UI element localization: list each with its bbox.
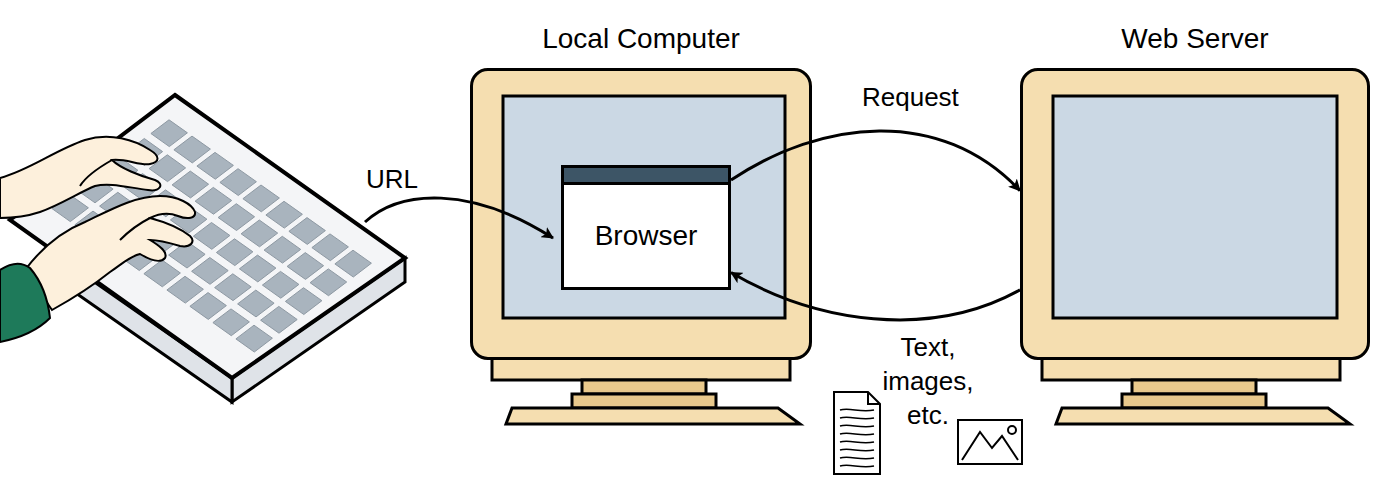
key — [174, 136, 211, 163]
image-icon — [958, 420, 1022, 464]
key — [312, 234, 349, 261]
title-bar — [564, 168, 728, 185]
key — [264, 236, 301, 263]
key — [195, 187, 232, 214]
monitor-heading: Local Computer — [473, 23, 809, 55]
key — [261, 306, 298, 333]
key — [236, 325, 273, 352]
url-label: URL — [366, 162, 418, 196]
local-monitor — [470, 68, 812, 424]
key — [239, 255, 276, 282]
edge-label: Text, images, etc. — [872, 330, 984, 432]
key — [193, 223, 230, 250]
key — [238, 290, 275, 317]
key — [287, 253, 324, 280]
browser-label: Browser — [595, 220, 698, 252]
key — [192, 258, 229, 285]
key — [213, 309, 250, 336]
monitor-outline: Web Server — [1020, 68, 1370, 360]
typing-hands — [0, 137, 195, 342]
key — [144, 260, 181, 287]
key — [262, 271, 299, 298]
key — [289, 218, 326, 245]
key — [215, 274, 252, 301]
key — [241, 220, 278, 247]
monitor-heading: Web Server — [1023, 23, 1367, 55]
key — [190, 293, 227, 320]
server-monitor — [1020, 68, 1370, 424]
key — [172, 171, 209, 198]
document-icon — [834, 392, 880, 474]
key — [285, 288, 322, 315]
browser-window: Browser — [561, 165, 731, 290]
connector-arrow — [731, 273, 1020, 320]
key — [197, 152, 234, 179]
keyboard — [10, 95, 405, 402]
monitor-outline: Local ComputerBrowser — [470, 68, 812, 360]
key — [216, 239, 253, 266]
key — [243, 185, 280, 212]
key — [335, 250, 372, 277]
key — [151, 120, 188, 147]
key — [220, 169, 257, 196]
edge-label: Request — [862, 80, 1002, 114]
browser-body: Browser — [564, 185, 728, 287]
key — [266, 201, 303, 228]
key — [310, 269, 347, 296]
key — [218, 204, 255, 231]
key — [167, 276, 204, 303]
connector-arrow — [731, 131, 1020, 191]
url-arrow — [365, 198, 553, 238]
